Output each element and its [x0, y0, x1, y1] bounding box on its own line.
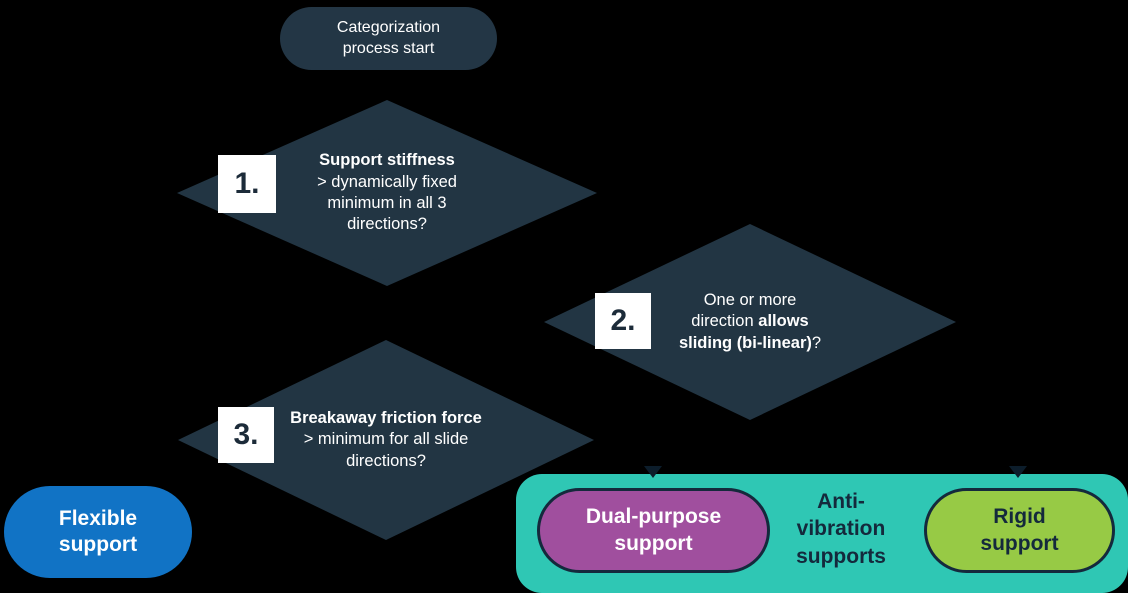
- dual-purpose-support-label: Dual-purpose support: [585, 505, 722, 555]
- flexible-support-node: Flexible support: [4, 486, 192, 578]
- anti-vibration-supports-label: Anti- vibration supports: [796, 490, 886, 568]
- arrow-down-icon: [644, 466, 662, 478]
- decision-1-text-rest: > dynamically fixed minimum in all 3 dir…: [317, 172, 457, 234]
- decision-2-text-bold: allows sliding (bi-linear): [678, 312, 812, 352]
- decision-3-number: 3.: [233, 418, 259, 451]
- arrow-down-icon: [1009, 466, 1027, 478]
- rigid-support-label: Rigid support: [980, 505, 1059, 555]
- decision-2-number: 2.: [610, 304, 636, 337]
- flexible-support-label: Flexible support: [58, 506, 138, 556]
- decision-1-number-box: 1.: [218, 155, 276, 213]
- rigid-support-node: Rigid support: [924, 488, 1115, 573]
- decision-2-number-box: 2.: [595, 293, 651, 349]
- start-node-label: Categorization process start: [336, 18, 441, 57]
- decision-3-text-rest: > minimum for all slide directions?: [303, 430, 469, 470]
- start-node: Categorization process start: [280, 7, 497, 70]
- decision-1-text-bold: Support stiffness: [319, 151, 455, 170]
- decision-1-number: 1.: [234, 167, 260, 200]
- dual-purpose-support-node: Dual-purpose support: [537, 488, 770, 573]
- decision-1-text: Support stiffness > dynamically fixed mi…: [292, 150, 482, 236]
- decision-2-text: One or more direction allows sliding (bi…: [673, 290, 828, 354]
- decision-3-number-box: 3.: [218, 407, 274, 463]
- decision-2-text-post: ?: [811, 333, 822, 352]
- decision-3-text: Breakaway friction force > minimum for a…: [289, 408, 484, 472]
- decision-2-text-pre: One or more direction: [691, 290, 797, 331]
- decision-3-text-bold: Breakaway friction force: [290, 408, 482, 427]
